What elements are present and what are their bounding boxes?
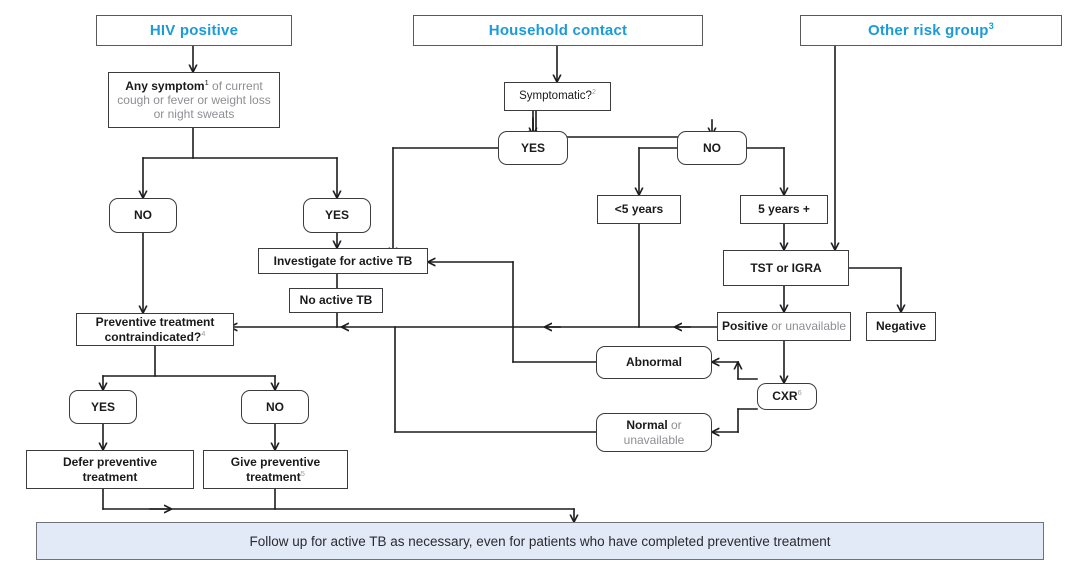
node-normal-text: Normal or unavailable [623,418,685,447]
node-hiv-no[interactable]: NO [109,198,177,233]
node-hiv-yes-label: YES [324,208,349,223]
node-investigate-active-tb[interactable]: Investigate for active TB [258,248,428,274]
node-any-symptom[interactable]: Any symptom1 of current cough or fever o… [108,72,280,128]
header-household-contact-label: Household contact [488,21,628,39]
header-other-risk-group-label: Other risk group3 [867,20,995,39]
node-contraindicated[interactable]: Preventive treatment contraindicated?4 [76,313,234,346]
header-hiv-positive-label: HIV positive [149,21,239,39]
node-under-5-years-label: <5 years [614,202,664,217]
node-tst-or-igra-label: TST or IGRA [750,260,822,275]
node-cxr-label: CXR6 [772,388,802,404]
footnote-marker-5: 5 [300,468,305,478]
node-give-text: Give preventive treatment5 [230,455,321,484]
footnote-marker-3: 3 [988,20,995,31]
footnote-marker-4: 4 [201,328,206,338]
node-positive-or-unavailable[interactable]: Positive or unavailable [717,312,851,341]
node-give-preventive-treatment[interactable]: Give preventive treatment5 [203,450,348,489]
node-negative[interactable]: Negative [866,312,936,341]
node-hiv-yes[interactable]: YES [303,198,371,233]
node-contraindicated-text: Preventive treatment contraindicated?4 [95,315,215,344]
footnote-marker-6: 6 [797,388,802,398]
node-household-yes-label: YES [520,140,545,155]
node-hiv-no-label: NO [134,208,152,223]
node-investigate-label: Investigate for active TB [273,253,413,268]
node-abnormal[interactable]: Abnormal [596,346,712,379]
header-household-contact[interactable]: Household contact [413,15,703,46]
node-under-5-years[interactable]: <5 years [597,195,681,224]
node-symptomatic-label: Symptomatic?2 [519,87,596,102]
node-contraindicated-no[interactable]: NO [241,390,309,424]
followup-banner[interactable]: Follow up for active TB as necessary, ev… [36,522,1044,560]
node-tst-or-igra[interactable]: TST or IGRA [723,250,849,286]
node-defer-preventive-treatment[interactable]: Defer preventive treatment [26,450,194,489]
node-contraindicated-yes[interactable]: YES [69,390,137,424]
node-abnormal-label: Abnormal [625,355,682,370]
node-household-no[interactable]: NO [677,131,747,165]
followup-banner-text: Follow up for active TB as necessary, ev… [249,533,831,549]
header-other-risk-group[interactable]: Other risk group3 [800,15,1062,46]
node-contraindicated-yes-label: YES [90,399,115,414]
footnote-marker-2: 2 [591,87,596,96]
node-household-yes[interactable]: YES [498,131,568,165]
footnote-marker-1: 1 [204,77,209,87]
node-normal-or-unavailable[interactable]: Normal or unavailable [596,413,712,452]
node-household-no-label: NO [703,140,721,155]
node-cxr[interactable]: CXR6 [757,383,817,410]
node-any-symptom-text: Any symptom1 of current cough or fever o… [117,77,271,122]
header-hiv-positive[interactable]: HIV positive [96,15,292,46]
node-no-active-tb-label: No active TB [299,293,373,308]
node-contraindicated-no-label: NO [266,399,284,414]
node-negative-label: Negative [875,319,927,334]
node-defer-text: Defer preventive treatment [62,455,158,484]
node-symptomatic[interactable]: Symptomatic?2 [504,82,611,111]
node-no-active-tb[interactable]: No active TB [289,288,383,313]
node-5-years-plus-label: 5 years + [758,202,810,217]
node-5-years-plus[interactable]: 5 years + [740,195,828,224]
node-positive-text: Positive or unavailable [721,319,847,334]
